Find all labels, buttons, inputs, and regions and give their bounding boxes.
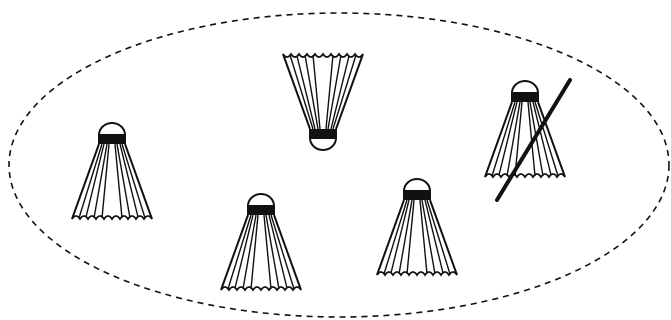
dashed-boundary-ellipse	[9, 13, 669, 317]
shuttlecock-top-center-inverted	[283, 54, 363, 150]
shuttlecock-right-lower	[377, 179, 457, 275]
shuttlecock-right-upper-crossed	[485, 81, 565, 177]
shuttlecock-left	[72, 123, 152, 219]
shuttlecock-bottom-center	[221, 194, 301, 290]
